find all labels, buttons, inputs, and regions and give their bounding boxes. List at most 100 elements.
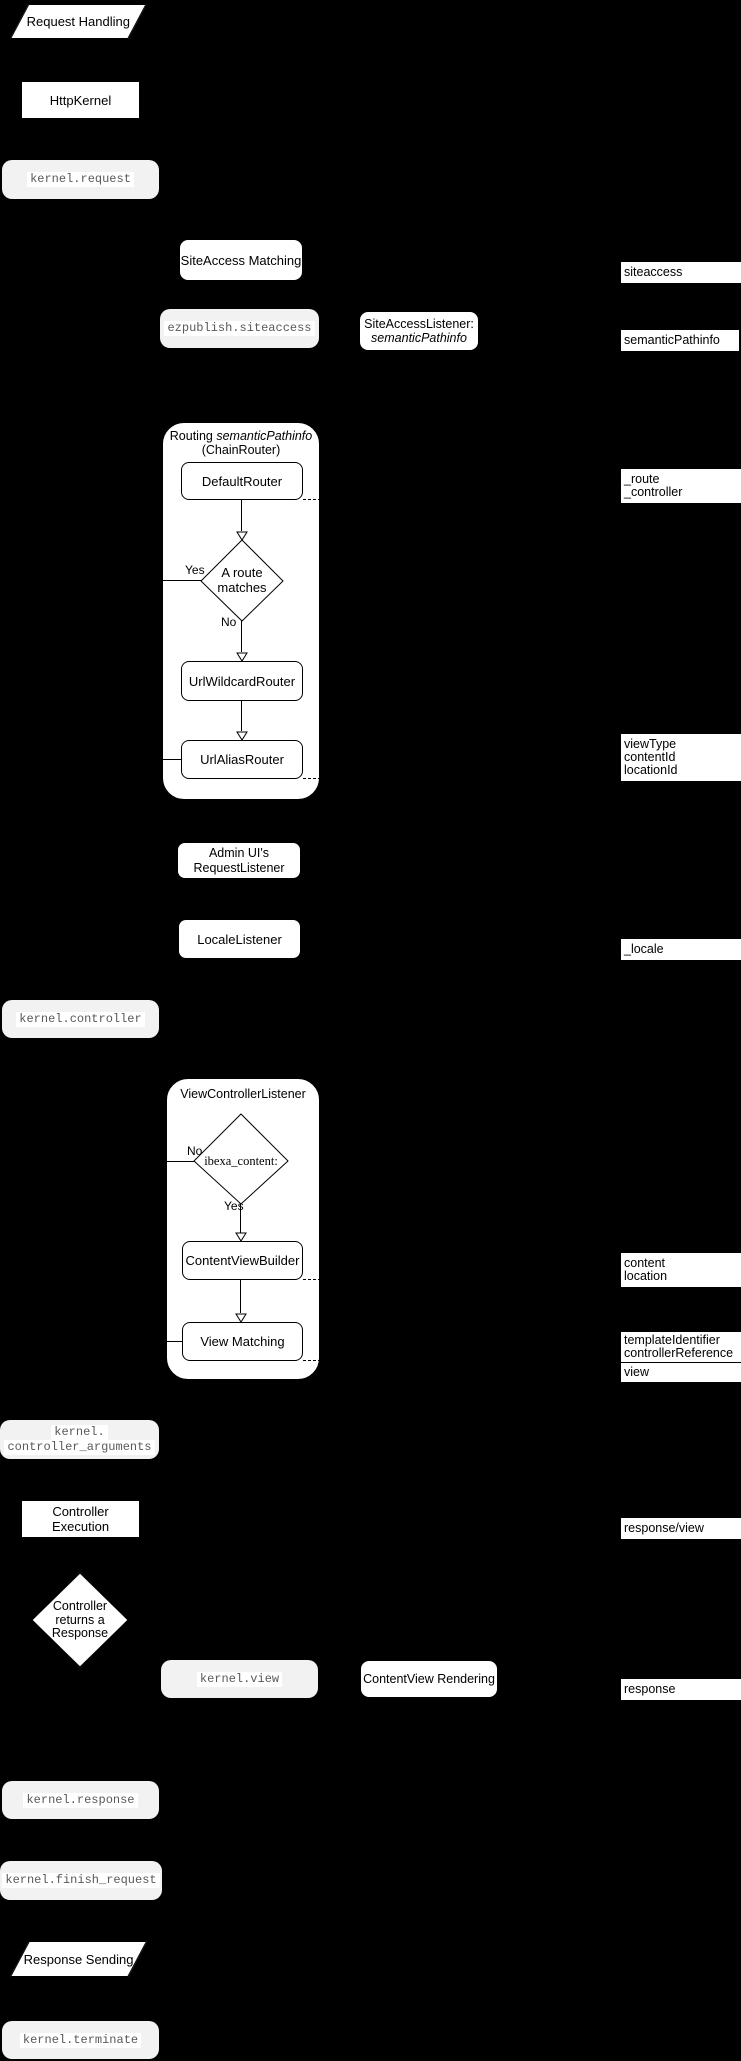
siteaccess-listener-line2: semanticPathinfo [371,331,467,345]
siteaccess-listener-line1: SiteAccessListener: [364,317,474,331]
default-router-node: DefaultRouter [181,462,303,500]
ibexa-content-diamond [193,1113,289,1205]
ezpublish-siteaccess-event: ezpublish.siteaccess [160,309,319,348]
request-handling-node: Request Handling [10,4,147,39]
default-router-label: DefaultRouter [201,473,283,489]
label-viewtype-line1: viewType [624,737,677,751]
response-decision-line2: returns a [55,1612,105,1627]
label-locationid: locationId [624,763,678,777]
view-matching-label: View Matching [200,1334,285,1349]
arrowhead-down-icon [235,1232,247,1242]
content-view-rendering-node: ContentView Rendering [361,1661,497,1697]
kernel-request-label: kernel.request [27,172,134,187]
route-matches-line1: A route [221,565,263,580]
label-siteaccess: siteaccess [621,262,741,283]
label-route: _route [624,472,660,486]
no-label: No [187,1144,203,1158]
label-route-controller: _route _controller [621,469,741,503]
kernel-controller-label: kernel.controller [16,1011,145,1027]
siteaccess-matching-node: SiteAccess Matching [180,240,302,280]
routing-title: Routing semanticPathinfo (ChainRouter) [163,429,319,457]
label-contentid: contentId [624,750,676,764]
routing-title-line2: (ChainRouter) [201,443,281,457]
response-decision-text: Controller returns a Response [30,1599,130,1641]
kernel-controller-arguments-line1: kernel. [51,1424,108,1440]
kernel-request-event: kernel.request [2,160,159,199]
admin-request-listener-node: Admin UI's RequestListener [178,843,300,878]
kernel-finish-request-event: kernel.finish_request [0,1861,162,1900]
kernel-response-event: kernel.response [2,1781,159,1819]
kernel-controller-event: kernel.controller [2,1000,159,1038]
connector-line [240,1204,241,1233]
yes-label: Yes [224,1199,244,1213]
arrowhead-down-icon [236,731,248,741]
url-wildcard-router-node: UrlWildcardRouter [181,661,303,701]
kernel-view-event: kernel.view [161,1660,318,1698]
ezpublish-siteaccess-label: ezpublish.siteaccess [164,321,315,336]
ibexa-content-text: ibexa_content: [204,1154,278,1168]
view-matching-node: View Matching [182,1322,303,1361]
url-wildcard-router-label: UrlWildcardRouter [188,673,296,689]
siteaccess-listener-node: SiteAccessListener: semanticPathinfo [360,312,478,350]
response-decision-diamond [30,1571,130,1669]
dashed-connector [303,1360,321,1361]
response-decision-line3: Response [51,1626,109,1640]
admin-request-listener-line2: RequestListener [193,860,285,875]
controller-execution-node: Controller Execution [21,1500,140,1538]
no-branch-line [167,1161,194,1162]
request-handling-label: Request Handling [26,14,130,29]
arrowhead-down-icon [236,531,248,541]
kernel-terminate-label: kernel.terminate [19,2032,142,2048]
controller-execution-label: Controller Execution [51,1504,110,1534]
no-return-line [167,1341,182,1342]
connector-line [240,1280,241,1313]
connector-line [241,500,242,531]
url-alias-router-label: UrlAliasRouter [200,752,284,767]
dashed-connector [303,778,321,779]
kernel-controller-arguments-event: kernel. controller_arguments [0,1420,159,1459]
locale-listener-node: LocaleListener [179,920,300,958]
response-sending-label: Response Sending [23,1951,134,1967]
content-view-builder-node: ContentViewBuilder [182,1241,303,1280]
yes-label: Yes [185,563,205,577]
arrowhead-down-icon [235,1313,247,1323]
label-semantic-pathinfo: semanticPathinfo [621,330,739,351]
connector-line [241,620,242,652]
label-content: content [624,1256,666,1270]
kernel-terminate-event: kernel.terminate [2,2021,159,2059]
kernel-finish-request-label: kernel.finish_request [2,1873,160,1888]
url-alias-router-node: UrlAliasRouter [181,740,303,779]
response-decision-line1: Controller [52,1599,108,1613]
label-template-line1: templateIdentifier [624,1333,720,1347]
route-matches-text: A route matches [207,565,277,595]
yes-return-line [163,759,181,760]
routing-title-prefix: Routing [169,429,213,443]
admin-request-listener-line1: Admin UI's [208,845,270,860]
dashed-connector [303,499,321,500]
label-template-identifier: templateIdentifier controllerReference [621,1332,741,1362]
label-content-location: content location [621,1253,741,1287]
kernel-controller-arguments-line2: controller_arguments [4,1439,155,1455]
siteaccess-matching-label: SiteAccess Matching [180,252,302,268]
arrowhead-down-icon [236,652,248,662]
content-view-builder-label: ContentViewBuilder [185,1253,300,1268]
dashed-connector [303,1279,321,1280]
label-location: location [624,1269,668,1283]
view-controller-listener-container: ViewControllerListener ibexa_content: No… [166,1078,321,1380]
label-controller: _controller [624,485,683,499]
routing-container: Routing semanticPathinfo (ChainRouter) D… [162,422,321,800]
label-view: view [621,1363,741,1382]
no-label: No [221,615,237,629]
kernel-view-label: kernel.view [196,1671,283,1687]
routing-title-italic: semanticPathinfo [216,429,313,443]
label-locale: _locale [621,939,741,960]
label-response-view: response/view [621,1518,741,1539]
httpkernel-node: HttpKernel [21,81,140,119]
connector-line [241,701,242,731]
route-matches-line2: matches [217,580,267,595]
yes-branch-line [163,580,201,581]
locale-listener-label: LocaleListener [197,931,282,947]
route-matches-diamond [200,539,284,622]
content-view-rendering-label: ContentView Rendering [363,1671,495,1686]
